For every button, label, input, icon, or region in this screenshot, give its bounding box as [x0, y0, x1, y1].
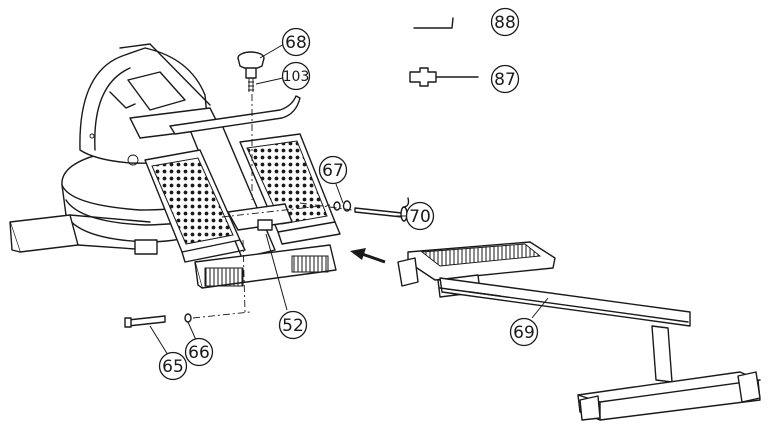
callout-68-label: 68 [285, 33, 307, 53]
front-frame [144, 95, 341, 289]
callout-69: 69 [509, 317, 539, 347]
callout-68: 68 [281, 27, 311, 57]
callout-65: 65 [158, 351, 188, 381]
callout-87-label: 87 [494, 70, 516, 90]
washer-66-part [184, 313, 192, 323]
rail-assembly [397, 241, 761, 421]
callout-103-label: 103 [283, 69, 310, 85]
callout-87: 87 [490, 64, 520, 94]
callout-67: 67 [318, 155, 348, 185]
callout-88: 88 [490, 7, 520, 37]
assembly-direction-arrow [350, 248, 386, 264]
callout-66: 66 [184, 337, 214, 367]
spanner-part [409, 67, 479, 87]
callout-70: 70 [405, 201, 435, 231]
nut-67-part [299, 200, 353, 212]
callout-67-label: 67 [322, 161, 344, 181]
callout-66-label: 66 [188, 343, 210, 363]
callout-52: 52 [278, 310, 308, 340]
callout-52-label: 52 [282, 316, 304, 336]
callout-103: 103 [281, 61, 311, 91]
bolt-65-part [124, 315, 166, 328]
callout-70-label: 70 [409, 207, 431, 227]
callout-69-label: 69 [513, 323, 535, 343]
allen-key-part [413, 17, 454, 29]
knob-part [237, 51, 265, 92]
callout-65-label: 65 [162, 357, 184, 377]
callout-88-label: 88 [494, 13, 516, 33]
bolt-70-part [354, 197, 410, 222]
